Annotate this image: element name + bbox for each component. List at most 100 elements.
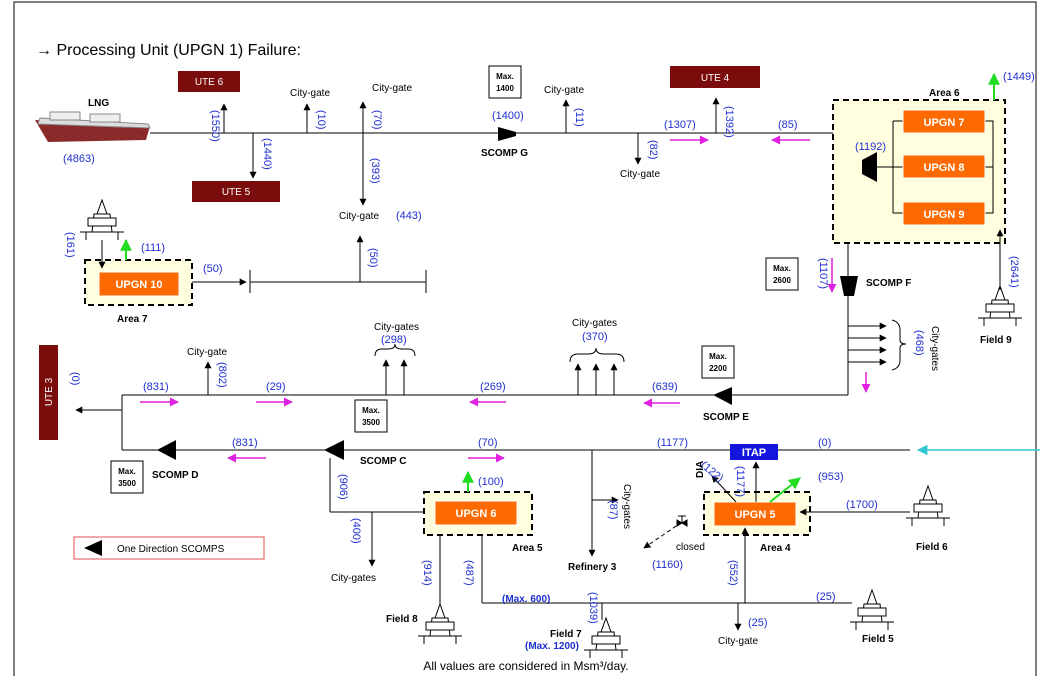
value-label: (370) xyxy=(582,331,608,343)
value-label: (1160) xyxy=(652,559,683,571)
scomp-icon xyxy=(862,152,877,182)
ute4-box xyxy=(670,66,760,88)
value-label: (82) xyxy=(647,140,659,160)
field6-label: Field 6 xyxy=(916,542,948,553)
brace xyxy=(569,347,625,363)
max-value: 3500 xyxy=(362,418,380,427)
value-label: (831) xyxy=(143,381,169,393)
upgn6-label: UPGN 6 xyxy=(456,508,497,520)
value-label: (1400) xyxy=(492,110,524,122)
area4-label: Area 4 xyxy=(760,543,791,554)
closed-line xyxy=(643,521,683,549)
max-value: 1400 xyxy=(496,84,514,93)
value-label: (802) xyxy=(216,362,228,388)
max-label: Max. xyxy=(118,467,136,476)
value-label: (914) xyxy=(421,560,433,586)
max-label: Max. xyxy=(496,72,514,81)
city-gate-arrows xyxy=(848,319,907,371)
field9-label: Field 9 xyxy=(980,335,1012,346)
itap-label: ITAP xyxy=(742,447,766,459)
city-gate-label: City-gate xyxy=(290,88,330,99)
diagram-title: → Processing Unit (UPGN 1) Failure: xyxy=(36,42,301,59)
footer-note: All values are considered in Msm³/day. xyxy=(423,659,628,673)
value-label: (1177) xyxy=(734,466,746,497)
value-label: (906) xyxy=(337,474,349,500)
value-label: (393) xyxy=(369,158,381,184)
closed-label: closed xyxy=(676,542,705,553)
scomp-f-icon xyxy=(840,276,858,296)
city-gates-label: City-gates xyxy=(572,318,617,329)
legend-label: One Direction SCOMPS xyxy=(117,544,225,555)
value-label: (1039) xyxy=(587,592,599,624)
value-label: (400) xyxy=(350,518,362,544)
value-label: (1550) xyxy=(209,110,221,142)
oil-platform-icon xyxy=(80,198,124,240)
value-label: (10) xyxy=(315,110,327,130)
legend-box xyxy=(73,536,265,560)
max-label: Max. xyxy=(709,352,727,361)
value-label: (70) xyxy=(478,437,498,449)
upgn9-label: UPGN 9 xyxy=(924,209,965,221)
scomp-d-icon xyxy=(157,440,176,460)
value-label: (25) xyxy=(748,617,768,629)
scomp-g-icon xyxy=(498,127,516,141)
value-label: (85) xyxy=(778,119,798,131)
upgn7-label: UPGN 7 xyxy=(924,117,965,129)
field5-label: Field 5 xyxy=(862,634,894,645)
value-label: (1107) xyxy=(817,258,829,289)
value-label: (1440) xyxy=(261,138,273,170)
value-label: (0) xyxy=(69,372,81,385)
city-gate-label: City-gate xyxy=(544,85,584,96)
value-label: (111) xyxy=(141,242,165,254)
value-label: (639) xyxy=(652,381,678,393)
field7-label: Field 7 xyxy=(550,629,582,640)
value-label: (1177) xyxy=(657,437,688,449)
value-label: (953) xyxy=(818,471,844,483)
upgn5-label: UPGN 5 xyxy=(735,509,776,521)
scomp-c-icon xyxy=(324,440,344,460)
upgn8-box xyxy=(902,154,986,179)
max-box xyxy=(765,257,799,291)
upgn6-box xyxy=(434,500,518,526)
max-label: Max. xyxy=(362,406,380,415)
value-label: (1192) xyxy=(855,141,886,153)
green-arrow xyxy=(769,477,801,503)
value-label: (25) xyxy=(816,591,836,603)
oil-platform-icon xyxy=(906,484,950,526)
value-label: (831) xyxy=(232,437,258,449)
area6-piping xyxy=(877,120,994,214)
ute3-box xyxy=(39,345,58,440)
upgn7-box xyxy=(902,109,986,134)
upgn9-box xyxy=(902,201,986,226)
scomp-f-label: SCOMP F xyxy=(866,278,911,289)
itap-box xyxy=(730,444,778,460)
ute4-label: UTE 4 xyxy=(701,73,730,84)
value-label: (1449) xyxy=(1003,71,1035,83)
scomp-g-label: SCOMP G xyxy=(481,148,528,159)
max1200-label: (Max. 1200) xyxy=(525,641,579,652)
city-gates-label: City-gates xyxy=(331,573,376,584)
value-label: (1700) xyxy=(846,499,878,511)
arrow xyxy=(711,475,737,503)
city-gate-label: City-gate xyxy=(187,347,227,358)
city-gate-label: City-gate xyxy=(372,83,412,94)
scomp-c-label: SCOMP C xyxy=(360,456,407,467)
value-label: (70) xyxy=(371,110,383,130)
value-label: (50) xyxy=(367,248,379,268)
oil-platform-icon xyxy=(418,602,462,644)
value-label: (487) xyxy=(463,560,475,586)
ute6-box xyxy=(178,71,240,92)
area5-label: Area 5 xyxy=(512,543,543,554)
max-value: 3500 xyxy=(118,479,136,488)
value-label: (468) xyxy=(913,330,925,356)
oil-platform-icon xyxy=(584,616,628,658)
value-label: (50) xyxy=(203,263,223,275)
ute5-label: UTE 5 xyxy=(222,187,251,198)
scomp-e-label: SCOMP E xyxy=(703,412,749,423)
ute6-label: UTE 6 xyxy=(195,77,224,88)
city-gate-label: City-gate xyxy=(339,211,379,222)
city-gates-label: City-gates xyxy=(621,484,632,529)
max-value: 2600 xyxy=(773,276,791,285)
value-label: (100) xyxy=(478,476,504,488)
